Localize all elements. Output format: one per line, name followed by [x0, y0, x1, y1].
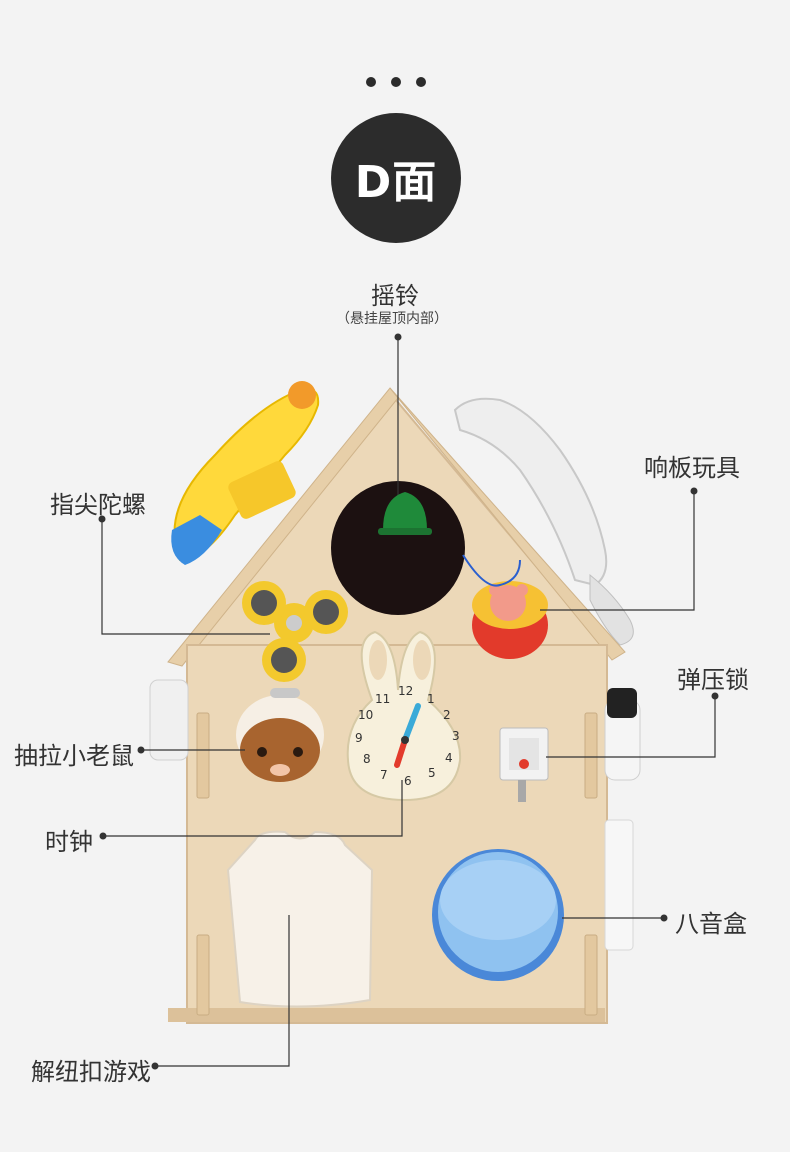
callout-latch: 弹压锁 [677, 666, 749, 694]
decor-dots [366, 77, 426, 91]
clock-number-10: 10 [358, 708, 374, 722]
button-game-cloth [226, 830, 374, 1008]
bell-icon [378, 335, 432, 535]
callout-mouse: 抽拉小老鼠 [14, 742, 134, 770]
clock-number-6: 6 [404, 774, 412, 788]
clock-number-1: 1 [427, 692, 435, 706]
mouse-toy [236, 688, 324, 782]
callout-bell-note: （悬挂屋顶内部） [336, 311, 448, 327]
dot-2 [391, 77, 401, 87]
dot-3 [416, 77, 426, 87]
steering-wheel-toy [171, 381, 320, 565]
castanet-toy [462, 554, 548, 659]
callout-music-box: 八音盒 [675, 910, 747, 938]
clock-number-12: 12 [398, 684, 414, 698]
callout-castanet: 响板玩具 [644, 454, 740, 482]
callout-spinner: 指尖陀螺 [50, 491, 146, 519]
clock-number-5: 5 [428, 766, 436, 780]
music-box [432, 849, 564, 981]
dot-1 [366, 77, 376, 87]
callout-bell-title: 摇铃 [371, 282, 419, 310]
callout-clock: 时钟 [45, 828, 93, 856]
clock-number-11: 11 [375, 692, 391, 706]
clock-number-7: 7 [380, 768, 388, 782]
clock-number-4: 4 [445, 751, 453, 765]
callout-leaders [98, 333, 719, 1070]
clock-number-9: 9 [355, 731, 363, 745]
clock-number-8: 8 [363, 752, 371, 766]
fidget-spinner [242, 581, 348, 682]
clock-number-3: 3 [452, 729, 460, 743]
callout-button-game: 解纽扣游戏 [31, 1058, 151, 1086]
clock-number-2: 2 [443, 708, 451, 722]
spring-latch [499, 727, 549, 802]
roof-hole [331, 481, 465, 615]
clock-face [346, 630, 462, 802]
face-badge: D面 [331, 113, 461, 243]
